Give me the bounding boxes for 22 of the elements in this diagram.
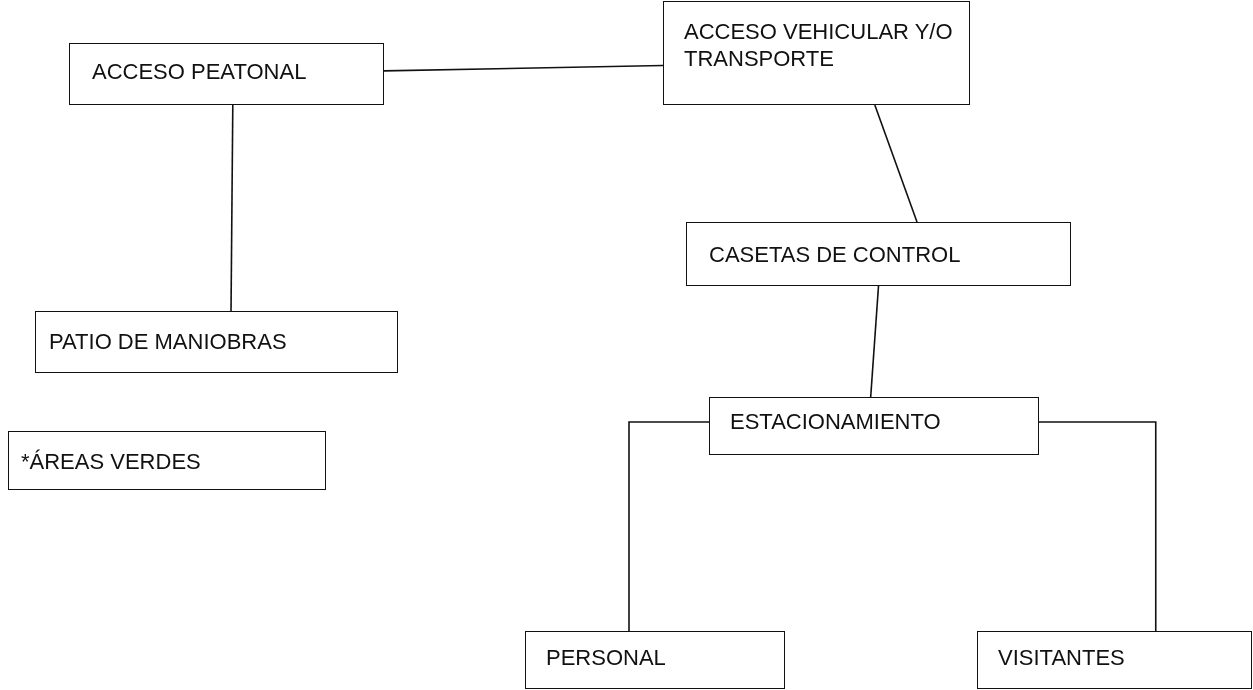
label-box <box>69 43 384 105</box>
label-box <box>977 631 1252 689</box>
connector-line <box>230 104 234 312</box>
label-box <box>525 631 785 689</box>
connector-line <box>383 64 664 72</box>
box-label: ESTACIONAMIENTO <box>730 408 942 435</box>
box-label: CASETAS DE CONTROL <box>709 241 962 268</box>
label-box <box>35 311 398 373</box>
box-label: PERSONAL <box>546 644 667 671</box>
connector-line <box>874 104 918 223</box>
box-label: PATIO DE MANIOBRAS <box>49 328 288 355</box>
label-box <box>686 222 1071 286</box>
connector-line <box>1038 421 1157 632</box>
box-label: ACCESO PEATONAL <box>92 58 308 85</box>
box-label: VISITANTES <box>998 644 1126 671</box>
label-box <box>8 431 326 490</box>
label-box <box>663 1 970 105</box>
box-label: ACCESO VEHICULAR Y/O TRANSPORTE <box>684 18 954 72</box>
connector-line <box>869 285 880 398</box>
connector-line <box>628 421 710 632</box>
box-label: *ÁREAS VERDES <box>21 448 202 475</box>
label-box <box>709 397 1039 455</box>
